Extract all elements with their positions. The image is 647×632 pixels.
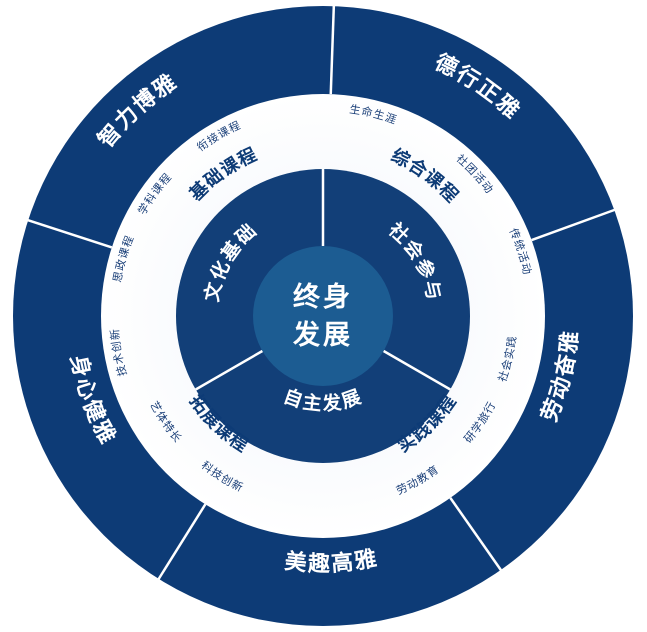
center-title-line1: 终身: [293, 281, 353, 313]
center-title-line2: 发展: [292, 319, 353, 351]
center-circle: [253, 246, 393, 386]
